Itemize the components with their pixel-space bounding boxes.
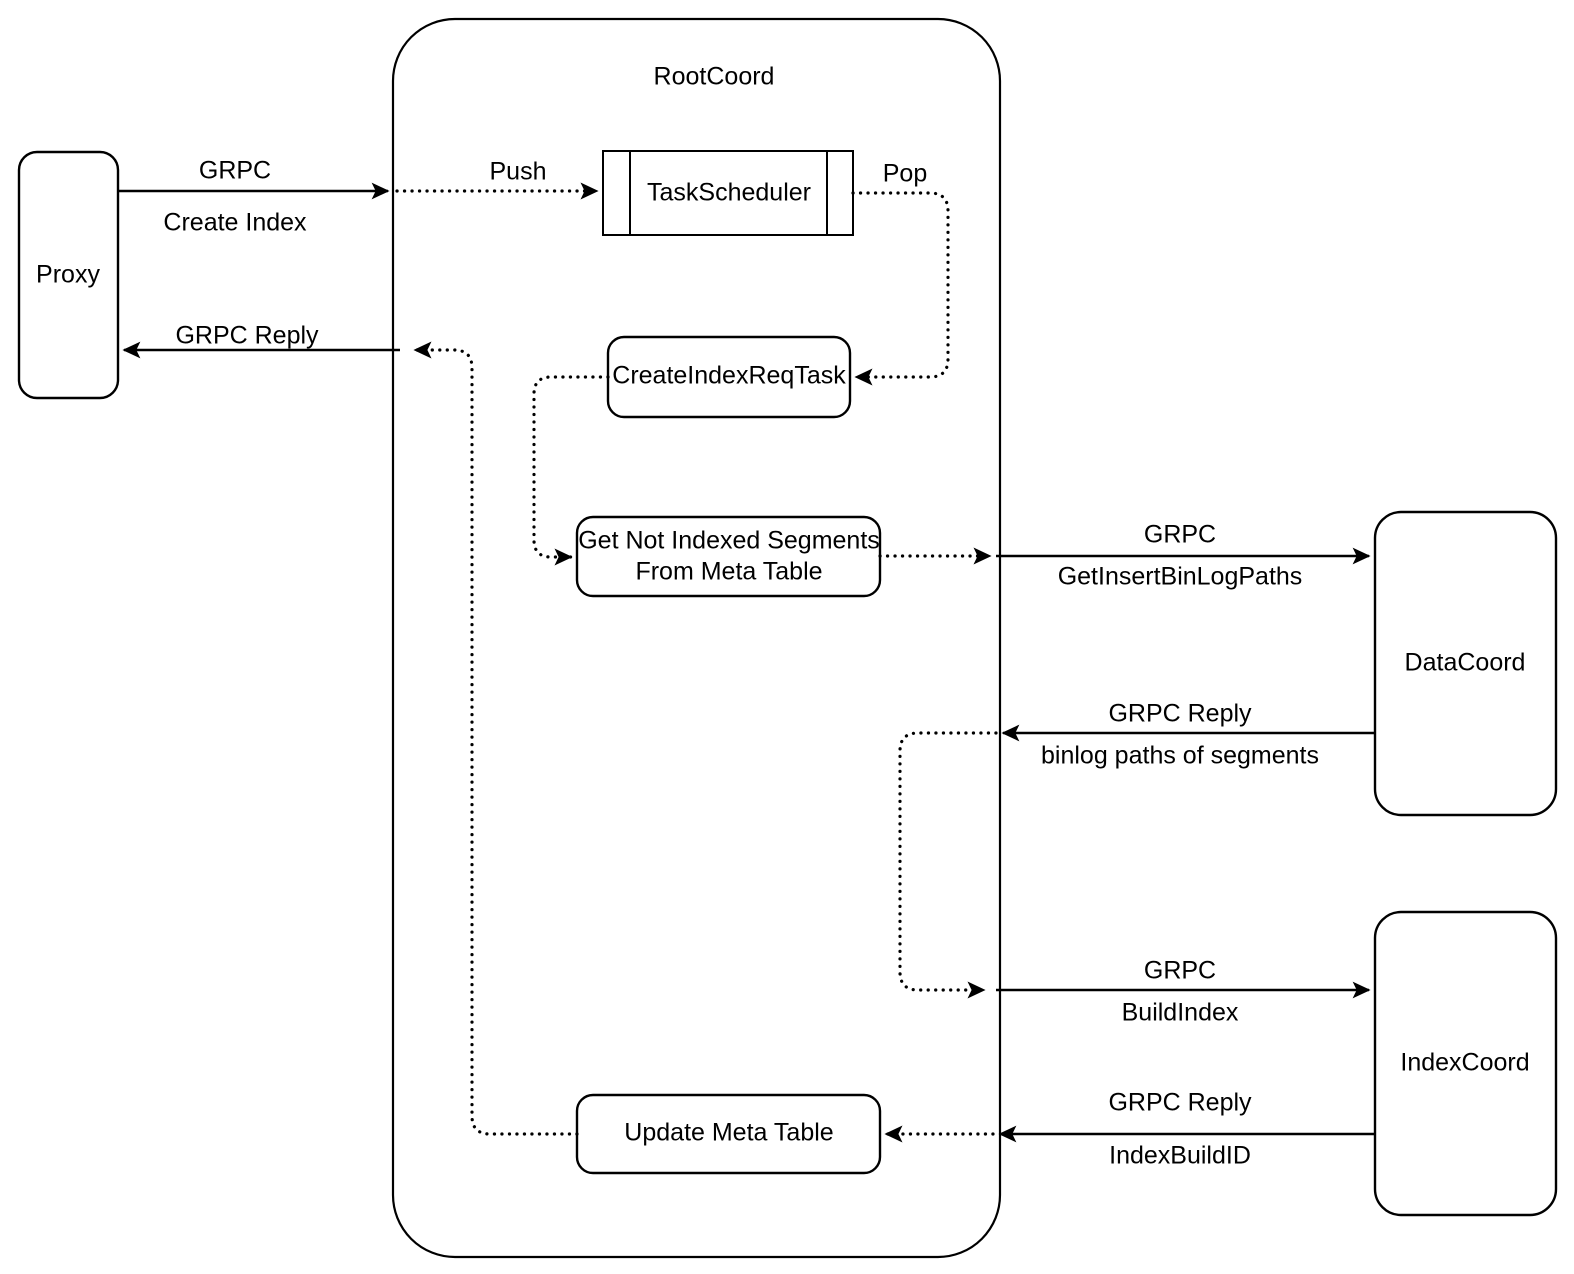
edge-internal-reply-to-buildindex <box>898 731 998 999</box>
edge-indexcoord-to-rootcoord-label-line1: GRPC Reply <box>1108 1089 1252 1117</box>
index-coord-label: IndexCoord <box>1400 1049 1529 1077</box>
edge-pop-label: Pop <box>883 160 927 188</box>
edge-datacoord-to-rootcoord-label-line1: GRPC Reply <box>1108 700 1252 728</box>
edge-rootcoord-to-datacoord: GRPC GetInsertBinLogPaths <box>996 521 1371 591</box>
edge-datacoord-to-rootcoord: GRPC Reply binlog paths of segments <box>1001 700 1375 770</box>
update-meta-table-label: Update Meta Table <box>624 1119 833 1147</box>
index-coord-box[interactable] <box>1373 910 1558 1217</box>
edge-rootcoord-to-datacoord-label-line2: GetInsertBinLogPaths <box>1058 563 1303 591</box>
edge-push: Push <box>395 158 599 200</box>
edge-rootcoord-to-proxy: GRPC Reply <box>122 322 400 359</box>
get-not-indexed-segments-label-line2: From Meta Table <box>635 558 822 586</box>
node-data-coord[interactable]: DataCoord <box>1373 510 1558 817</box>
node-proxy[interactable]: Proxy <box>17 150 120 400</box>
edge-proxy-to-rootcoord: GRPC Create Index <box>118 157 390 237</box>
edge-rootcoord-to-indexcoord-label-line1: GRPC <box>1144 957 1216 985</box>
edge-proxy-to-rootcoord-label-line1: GRPC <box>199 157 271 185</box>
edge-indexcoord-to-rootcoord: GRPC Reply IndexBuildID <box>998 1089 1375 1170</box>
data-coord-box[interactable] <box>1373 510 1558 817</box>
edge-pop: Pop <box>851 160 950 386</box>
edge-pop-line <box>851 191 950 386</box>
edge-updatemeta-to-reply <box>413 341 579 1136</box>
edge-rootcoord-to-indexcoord: GRPC BuildIndex <box>996 957 1371 1027</box>
edge-createtask-to-getsegments-line <box>532 375 610 566</box>
proxy-box[interactable] <box>17 150 120 400</box>
node-update-meta-table[interactable]: Update Meta Table <box>575 1093 882 1175</box>
edge-rootcoord-to-indexcoord-label-line2: BuildIndex <box>1122 999 1239 1027</box>
task-scheduler-label: TaskScheduler <box>647 179 811 207</box>
data-coord-label: DataCoord <box>1405 649 1526 677</box>
create-index-req-task-label: CreateIndexReqTask <box>612 362 846 390</box>
edge-indexcoord-to-rootcoord-label-line2: IndexBuildID <box>1109 1142 1251 1170</box>
edge-updatemeta-to-reply-line <box>413 341 579 1136</box>
edge-internal-reply-to-buildindex-line <box>898 731 998 999</box>
rootcoord-container: RootCoord <box>391 17 1002 1259</box>
edge-datacoord-to-rootcoord-label-line2: binlog paths of segments <box>1041 742 1319 770</box>
proxy-label: Proxy <box>36 261 100 289</box>
edge-proxy-to-rootcoord-label-line2: Create Index <box>163 209 307 237</box>
rootcoord-boundary <box>391 17 1002 1259</box>
node-task-scheduler[interactable]: TaskScheduler <box>602 150 854 236</box>
edge-rootcoord-to-datacoord-label-line1: GRPC <box>1144 521 1216 549</box>
edge-rootcoord-to-proxy-label: GRPC Reply <box>175 322 319 350</box>
node-index-coord[interactable]: IndexCoord <box>1373 910 1558 1217</box>
edge-createtask-to-getsegments <box>532 375 610 566</box>
node-create-index-req-task[interactable]: CreateIndexReqTask <box>606 335 852 419</box>
rootcoord-title: RootCoord <box>654 63 775 91</box>
node-get-not-indexed-segments[interactable]: Get Not Indexed Segments From Meta Table <box>575 515 882 598</box>
get-not-indexed-segments-label-line1: Get Not Indexed Segments <box>578 527 880 555</box>
edge-push-label: Push <box>490 158 547 186</box>
